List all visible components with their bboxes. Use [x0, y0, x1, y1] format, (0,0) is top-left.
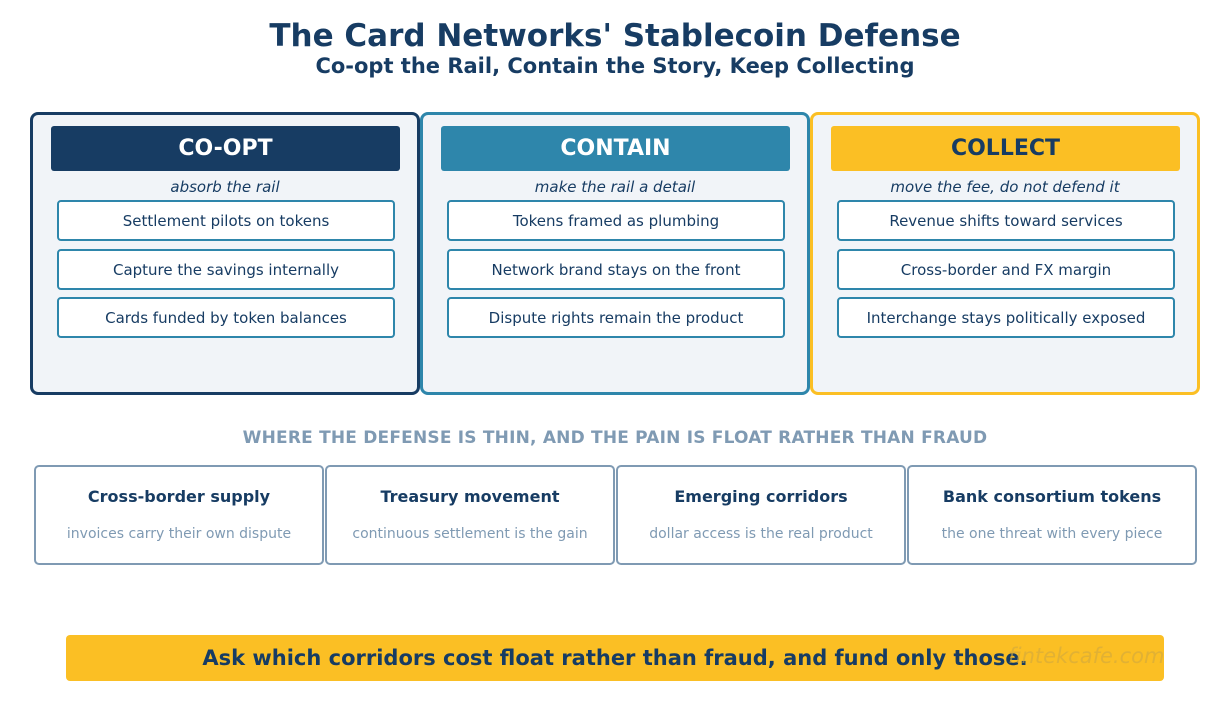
section-label-corridors: WHERE THE DEFENSE IS THIN, AND THE PAIN …: [242, 428, 988, 448]
corridor-description: dollar access is the real product: [649, 526, 873, 542]
pillar-co-opt: CO-OPT absorb the rail Settlement pilots…: [30, 112, 420, 395]
pillar-item: Cards funded by token balances: [57, 297, 395, 338]
corridor-card-treasury: Treasury movement continuous settlement …: [325, 465, 615, 565]
pillar-tagline-collect: move the fee, do not defend it: [890, 178, 1120, 196]
pillar-heading-contain: CONTAIN: [441, 126, 790, 171]
corridor-description: the one threat with every piece: [941, 526, 1163, 542]
corridor-description: invoices carry their own dispute: [66, 526, 292, 542]
pillar-item: Tokens framed as plumbing: [447, 200, 785, 241]
watermark: fintekcafe.com: [1008, 644, 1165, 668]
pillar-item: Cross-border and FX margin: [837, 249, 1175, 290]
corridor-title: Treasury movement: [380, 487, 560, 506]
page-title: The Card Networks' Stablecoin Defense: [269, 18, 961, 54]
pillar-item: Dispute rights remain the product: [447, 297, 785, 338]
pillar-item: Capture the savings internally: [57, 249, 395, 290]
pillar-item: Settlement pilots on tokens: [57, 200, 395, 241]
pillar-tagline-co-opt: absorb the rail: [170, 178, 280, 196]
corridor-card-bank-consortium: Bank consortium tokens the one threat wi…: [907, 465, 1197, 565]
pillar-item: Interchange stays politically exposed: [837, 297, 1175, 338]
corridor-card-cross-border: Cross-border supply invoices carry their…: [34, 465, 324, 565]
corridor-card-emerging: Emerging corridors dollar access is the …: [616, 465, 906, 565]
corridor-description: continuous settlement is the gain: [352, 526, 588, 542]
pillar-item: Network brand stays on the front: [447, 249, 785, 290]
corridor-title: Bank consortium tokens: [942, 487, 1162, 506]
pillar-heading-collect: COLLECT: [831, 126, 1180, 171]
pillar-tagline-contain: make the rail a detail: [534, 178, 696, 196]
corridor-title: Emerging corridors: [674, 487, 848, 506]
corridor-title: Cross-border supply: [87, 487, 271, 506]
pillar-collect: COLLECT move the fee, do not defend it R…: [810, 112, 1200, 395]
pillar-heading-co-opt: CO-OPT: [51, 126, 400, 171]
pillar-contain: CONTAIN make the rail a detail Tokens fr…: [420, 112, 810, 395]
pillar-item: Revenue shifts toward services: [837, 200, 1175, 241]
page-subtitle: Co-opt the Rail, Contain the Story, Keep…: [315, 54, 915, 78]
call-to-action-banner: Ask which corridors cost float rather th…: [66, 635, 1164, 681]
